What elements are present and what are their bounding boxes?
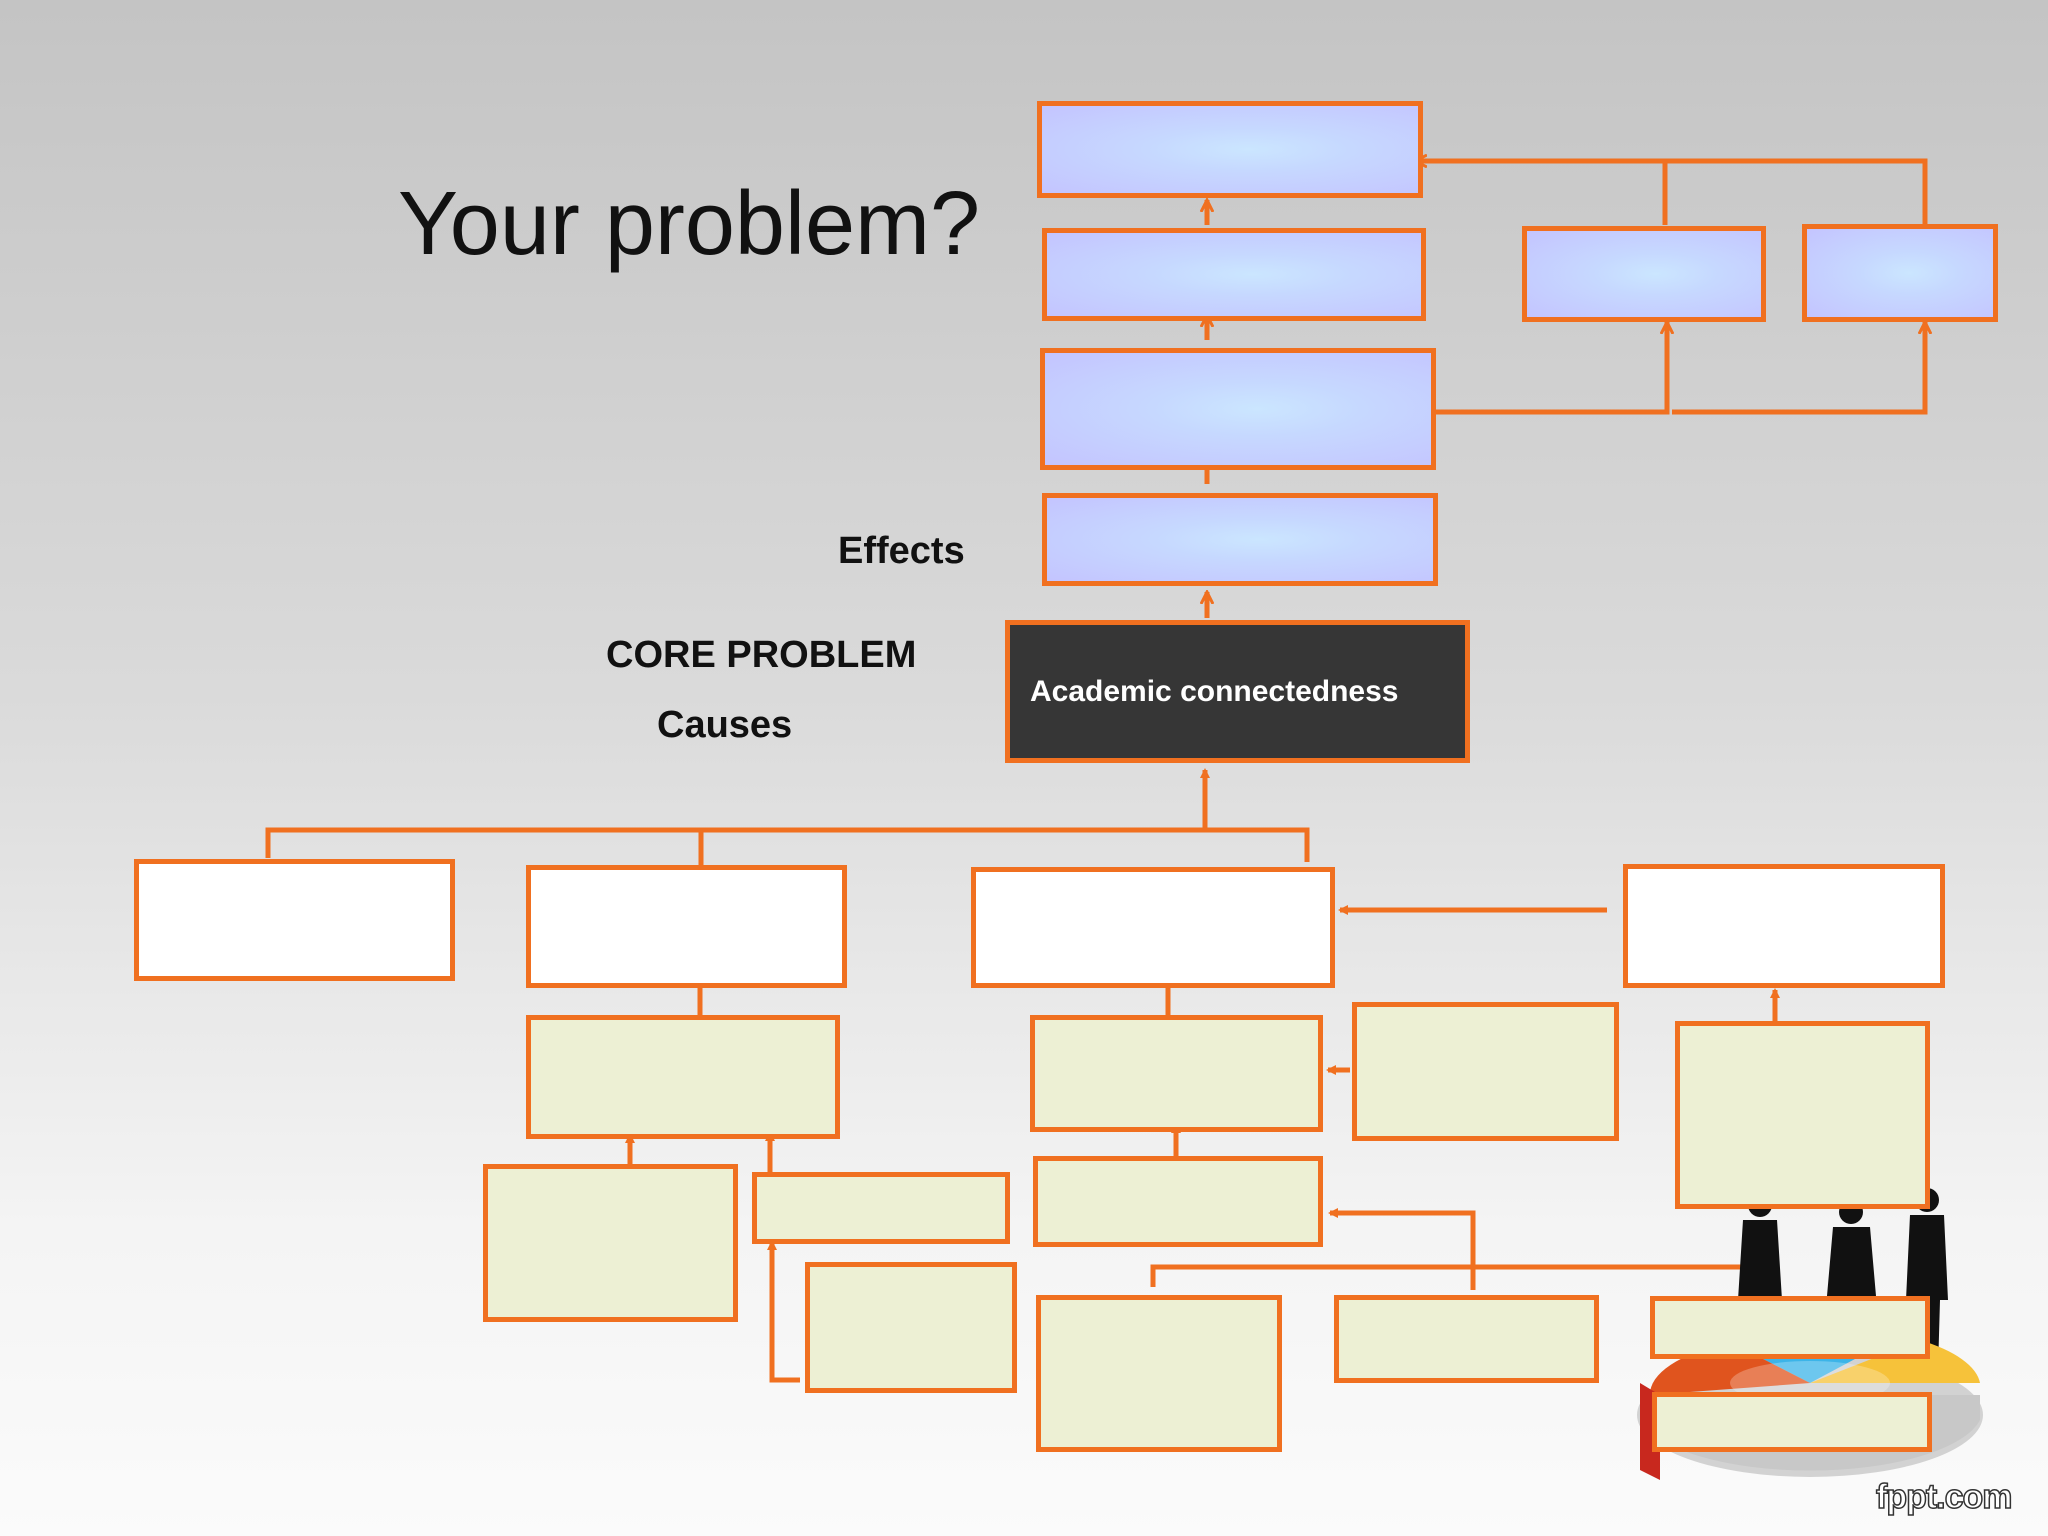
effects-label: Effects [838, 530, 965, 572]
effect-box[interactable] [1042, 228, 1426, 321]
sub-cause-box[interactable] [1334, 1295, 1599, 1383]
core-problem-label: CORE PROBLEM [606, 634, 917, 676]
core-problem-text: Academic connectedness [1030, 674, 1399, 708]
sub-cause-box[interactable] [805, 1262, 1017, 1393]
core-problem-box[interactable]: Academic connectedness [1005, 620, 1470, 763]
sub-cause-box[interactable] [752, 1172, 1010, 1244]
sub-cause-box[interactable] [1650, 1296, 1930, 1359]
sub-cause-box[interactable] [1652, 1392, 1932, 1452]
sub-cause-box[interactable] [1036, 1295, 1282, 1452]
cause-box[interactable] [526, 865, 847, 988]
effect-box[interactable] [1802, 224, 1998, 322]
sub-cause-box[interactable] [1030, 1015, 1323, 1132]
sub-cause-box[interactable] [1352, 1002, 1619, 1141]
effect-box[interactable] [1042, 493, 1438, 586]
sub-cause-box[interactable] [526, 1015, 840, 1139]
cause-box[interactable] [134, 859, 455, 981]
sub-cause-box[interactable] [483, 1164, 738, 1322]
effect-box[interactable] [1040, 348, 1436, 470]
page-title: Your problem? [398, 174, 981, 274]
cause-box[interactable] [1623, 864, 1945, 988]
causes-label: Causes [657, 704, 793, 746]
effect-box[interactable] [1037, 101, 1423, 198]
sub-cause-box[interactable] [1675, 1021, 1930, 1209]
sub-cause-box[interactable] [1033, 1156, 1323, 1247]
effect-box[interactable] [1522, 226, 1766, 322]
cause-box[interactable] [971, 867, 1335, 988]
watermark: fppt.com [1875, 1477, 2013, 1517]
